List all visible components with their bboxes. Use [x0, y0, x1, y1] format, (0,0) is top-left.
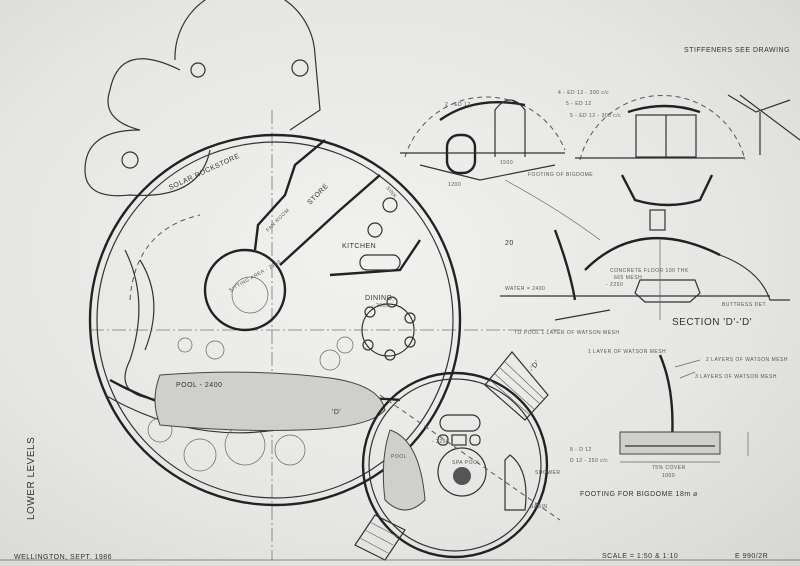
- mesh-layer-2: 2 LAYERS OF WATSON MESH: [706, 357, 788, 363]
- pool-small: [382, 429, 426, 511]
- section-marker-2: -'D': [528, 360, 541, 374]
- label-level-2250: - 2250: [432, 439, 449, 445]
- label-dining-level: - 2600: [372, 303, 389, 309]
- upper-level-outline: [84, 0, 321, 197]
- skylight: [291, 59, 309, 77]
- bar-label-4: 5 - ED 12 - 300 c/c: [570, 113, 621, 119]
- footing-width: 1000: [662, 473, 675, 479]
- stiffeners-note: STIFFENERS SEE DRAWING: [684, 47, 790, 54]
- bar-label-2: 4 - ED 12 - 300 c/c: [558, 90, 609, 96]
- footing-detail: [619, 354, 749, 463]
- concrete-mesh: 665 MESH: [614, 275, 642, 281]
- label-spa-pool: SPA POOL: [452, 460, 481, 466]
- scale-label: SCALE = 1:50 & 1:10: [602, 553, 678, 560]
- label-solar-rockstore: SOLAR ROCKSTORE: [168, 153, 241, 192]
- label-kitchen: KITCHEN: [342, 243, 376, 250]
- water-level: WATER = 2400: [505, 286, 545, 292]
- dim-1500: 1500: [500, 160, 513, 166]
- drawing-number: E 990/2R: [735, 553, 768, 560]
- kitchen-bench: [359, 254, 401, 271]
- pool-main: [154, 371, 386, 431]
- cover-note: 75% COVER: [652, 465, 686, 471]
- skylight: [190, 62, 206, 78]
- label-store: STORE: [306, 183, 330, 207]
- concrete-floor: CONCRETE FLOOR 100 THK: [610, 268, 689, 274]
- spa-dome-plan: [354, 351, 561, 561]
- footing-of-bigdome: FOOTING OF BIGDOME: [528, 172, 593, 178]
- buttress-note: BUTTRESS DET.: [722, 302, 767, 308]
- floor-level: - 2250: [606, 282, 623, 288]
- section-d-d: [500, 179, 790, 321]
- bar-label-1: 2 - ED 12: [445, 102, 471, 108]
- bar-8-d12: 8 - D 12: [570, 447, 592, 453]
- label-dining: DINING: [365, 295, 393, 302]
- label-sitting-area: SITTING AREA - 2250: [228, 259, 282, 294]
- footing-title: FOOTING FOR BIGDOME 18m ⌀: [580, 491, 698, 498]
- spa-centre: [453, 467, 471, 485]
- level-20: 20: [505, 240, 514, 247]
- skylight: [121, 151, 139, 169]
- bar-label-3: 5 - ED 12: [566, 101, 592, 107]
- mesh-layer-3: 3 LAYERS OF WATSON MESH: [695, 374, 777, 380]
- spa-pool: [437, 447, 487, 497]
- place-date: WELLINGTON, SEPT. 1986: [14, 554, 112, 561]
- to-pool-note: TO POOL 1 LAYER OF WATSON MESH: [514, 330, 619, 336]
- label-shower: SHOWER: [535, 470, 561, 476]
- stairs-upper: [484, 351, 549, 421]
- section-title: SECTION 'D'-'D': [672, 317, 752, 328]
- dim-1200: 1200: [448, 182, 461, 188]
- sitting-core: [203, 248, 287, 332]
- label-pool-main: POOL - 2400: [176, 382, 223, 389]
- label-pool-small: POOL: [391, 454, 407, 460]
- label-basin: BASIN: [530, 504, 548, 510]
- section-marker: 'D': [332, 409, 341, 416]
- sheet-title: LOWER LEVELS: [26, 437, 37, 520]
- mesh-layer-1: 1 LAYER OF WATSON MESH: [588, 349, 666, 355]
- footing-block: [619, 431, 721, 455]
- bar-d12: D 12 - 250 c/c: [570, 458, 608, 464]
- dome-sections: [400, 94, 800, 207]
